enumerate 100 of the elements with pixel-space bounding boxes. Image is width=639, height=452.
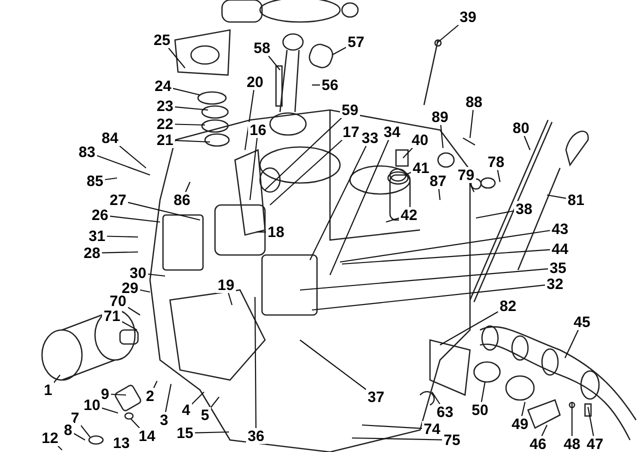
leader-line: [571, 402, 573, 436]
leader-line: [153, 380, 158, 388]
callout-number: 84: [100, 130, 120, 146]
callout-number: 83: [77, 144, 97, 160]
callout-number: 88: [464, 94, 484, 110]
leader-line: [476, 210, 514, 219]
callout-number: 9: [100, 386, 110, 402]
callout-number: 42: [399, 207, 419, 223]
callout-number: 79: [456, 167, 476, 183]
callout-number: 74: [422, 421, 442, 437]
leader-line: [300, 340, 366, 390]
callout-number: 24: [153, 78, 173, 94]
leader-line: [524, 136, 530, 150]
callout-number: 16: [248, 122, 268, 138]
leader-line: [469, 110, 474, 138]
leader-line: [194, 431, 230, 434]
callout-number: 80: [511, 120, 531, 136]
callout-number: 15: [175, 425, 195, 441]
callout-number: 82: [498, 298, 518, 314]
callout-number: 21: [155, 132, 175, 148]
leader-line: [564, 330, 579, 358]
callout-number: 38: [514, 201, 534, 217]
callout-number: 59: [340, 102, 360, 118]
callout-number: 7: [70, 410, 80, 426]
callout-number: 86: [172, 192, 192, 208]
callout-number: 4: [180, 402, 192, 418]
leader-line: [128, 306, 140, 316]
callout-number: 36: [246, 428, 266, 444]
leader-line: [480, 382, 486, 402]
leader-line: [312, 284, 546, 311]
leader-line: [438, 188, 441, 200]
callout-number: 28: [82, 245, 102, 261]
leader-line: [340, 230, 550, 263]
callout-number: 30: [128, 265, 148, 281]
callout-number: 1: [42, 382, 54, 398]
callout-number: 13: [113, 436, 130, 451]
callout-number: 20: [245, 74, 265, 90]
leader-line: [228, 292, 233, 306]
leader-line: [546, 194, 566, 199]
callout-number: 8: [62, 422, 74, 438]
leader-line: [58, 446, 62, 450]
callout-number: 47: [585, 436, 605, 452]
leader-line: [106, 236, 138, 238]
leader-line: [332, 46, 346, 56]
leader-line: [268, 56, 280, 70]
leader-line: [541, 424, 548, 436]
callout-number: 5: [200, 407, 210, 423]
callout-number: 45: [572, 314, 592, 330]
leader-line: [53, 374, 60, 384]
leader-line: [436, 24, 459, 44]
leader-line: [122, 321, 138, 330]
callout-number: 3: [158, 412, 170, 428]
leader-line: [191, 392, 204, 405]
callout-number: 56: [320, 77, 340, 93]
leader-line: [587, 406, 594, 436]
callout-number: 49: [510, 416, 530, 432]
callout-number: 37: [366, 389, 386, 405]
callout-number: 31: [87, 228, 107, 244]
callout-number: 43: [550, 221, 570, 237]
callout-number: 33: [360, 130, 380, 146]
leader-line: [185, 182, 190, 192]
leader-line: [256, 231, 266, 233]
callout-number: 32: [545, 276, 565, 292]
leader-line: [140, 289, 150, 293]
callout-number: 19: [216, 277, 236, 293]
callout-number: 70: [108, 293, 128, 309]
leader-line: [404, 172, 412, 176]
leader-line: [497, 170, 501, 182]
leader-line: [102, 251, 138, 254]
callout-number: 26: [90, 207, 110, 223]
callout-number: 40: [410, 132, 430, 148]
callout-number: 35: [548, 260, 568, 276]
callout-number: 41: [411, 160, 431, 176]
leader-line: [310, 146, 367, 260]
callout-number: 48: [562, 436, 582, 452]
leader-line: [244, 90, 254, 150]
leader-line: [521, 402, 526, 416]
callout-number: 29: [120, 280, 140, 296]
callout-number: 63: [435, 404, 455, 420]
leader-line: [148, 274, 166, 277]
leader-line: [110, 394, 126, 396]
leader-line: [469, 182, 474, 192]
callout-number: 81: [566, 192, 586, 208]
leader-line: [386, 218, 400, 223]
callout-number: 71: [102, 308, 122, 324]
leader-line: [174, 124, 206, 126]
leader-line: [128, 202, 200, 221]
leader-line: [362, 424, 422, 429]
leader-line: [249, 138, 258, 200]
leader-line: [300, 268, 548, 291]
leader-line: [73, 432, 86, 440]
leader-line: [264, 118, 342, 190]
callout-number: 50: [470, 402, 490, 418]
callout-number: 27: [108, 192, 128, 208]
leader-line: [254, 297, 256, 428]
leader-line: [110, 216, 160, 223]
callout-number: 39: [458, 9, 478, 25]
leader-line: [96, 155, 150, 176]
callout-number: 44: [550, 241, 570, 257]
leader-line: [174, 106, 208, 111]
